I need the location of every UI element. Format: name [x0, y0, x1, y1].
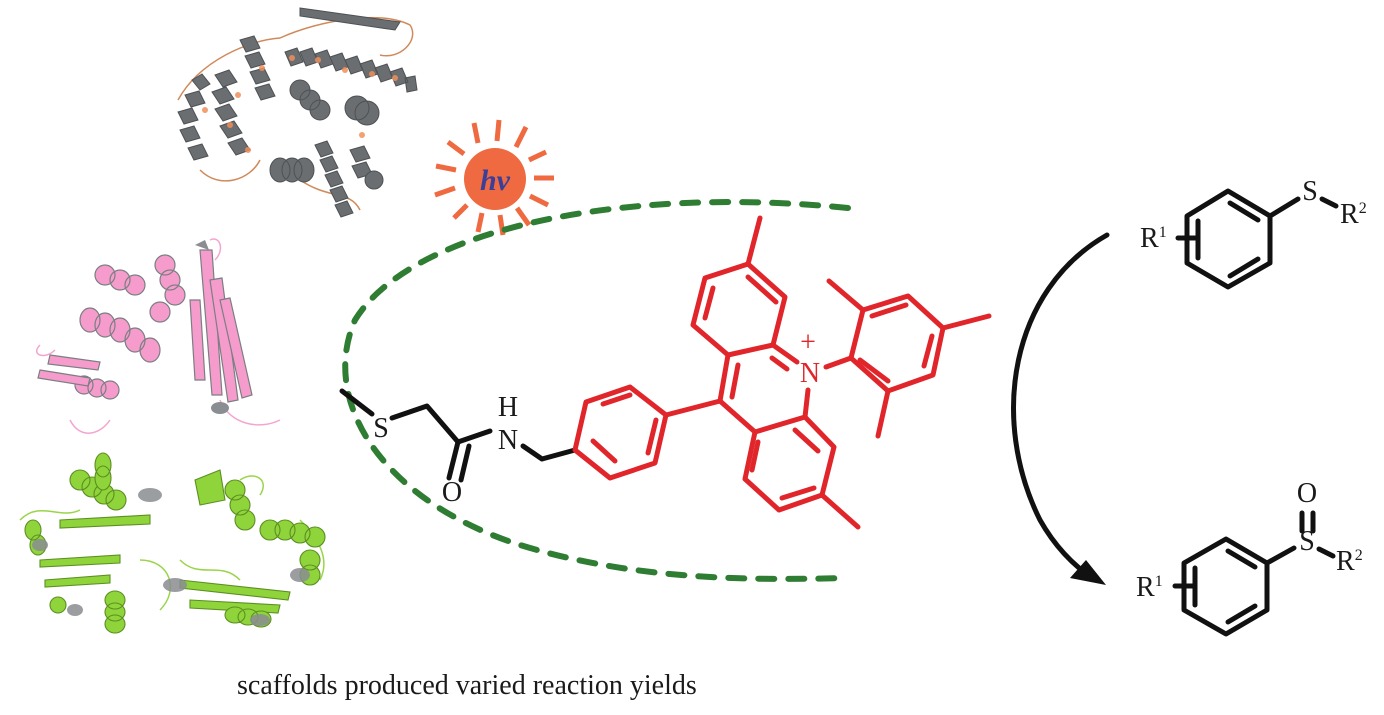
- hv-label: hv: [480, 164, 511, 197]
- linker-sulfur: S: [373, 413, 389, 444]
- binding-pocket-outline: [342, 199, 851, 582]
- acridinium-photocatalyst: N +: [572, 215, 992, 530]
- product-oxygen: O: [1297, 478, 1317, 509]
- product-r2: R2: [1336, 546, 1363, 577]
- substrate-sulfide: S R1 R2: [1140, 176, 1367, 290]
- protein-scaffold-3: [19, 452, 326, 634]
- linker-amide-hydrogen: H: [498, 392, 518, 423]
- reaction-arrow: [1011, 232, 1110, 585]
- acridinium-nitrogen: N: [800, 358, 820, 389]
- substrate-sulfur: S: [1302, 176, 1318, 207]
- product-sulfur: S: [1299, 526, 1315, 557]
- product-sulfoxide: S O R1 R2: [1136, 478, 1363, 637]
- linker-carbonyl-oxygen: O: [442, 477, 462, 508]
- protein-scaffold-2: [35, 238, 281, 434]
- positive-charge: +: [800, 327, 816, 358]
- protein-scaffold-1: [177, 7, 418, 218]
- sun-icon: hv: [434, 119, 554, 236]
- substrate-r1: R1: [1140, 223, 1167, 254]
- product-r1: R1: [1136, 572, 1163, 603]
- linker-amide-nitrogen: N: [498, 425, 518, 456]
- substrate-r2: R2: [1340, 199, 1367, 230]
- figure-caption: scaffolds produced varied reaction yield…: [237, 670, 697, 701]
- linker: S O N H: [339, 388, 578, 508]
